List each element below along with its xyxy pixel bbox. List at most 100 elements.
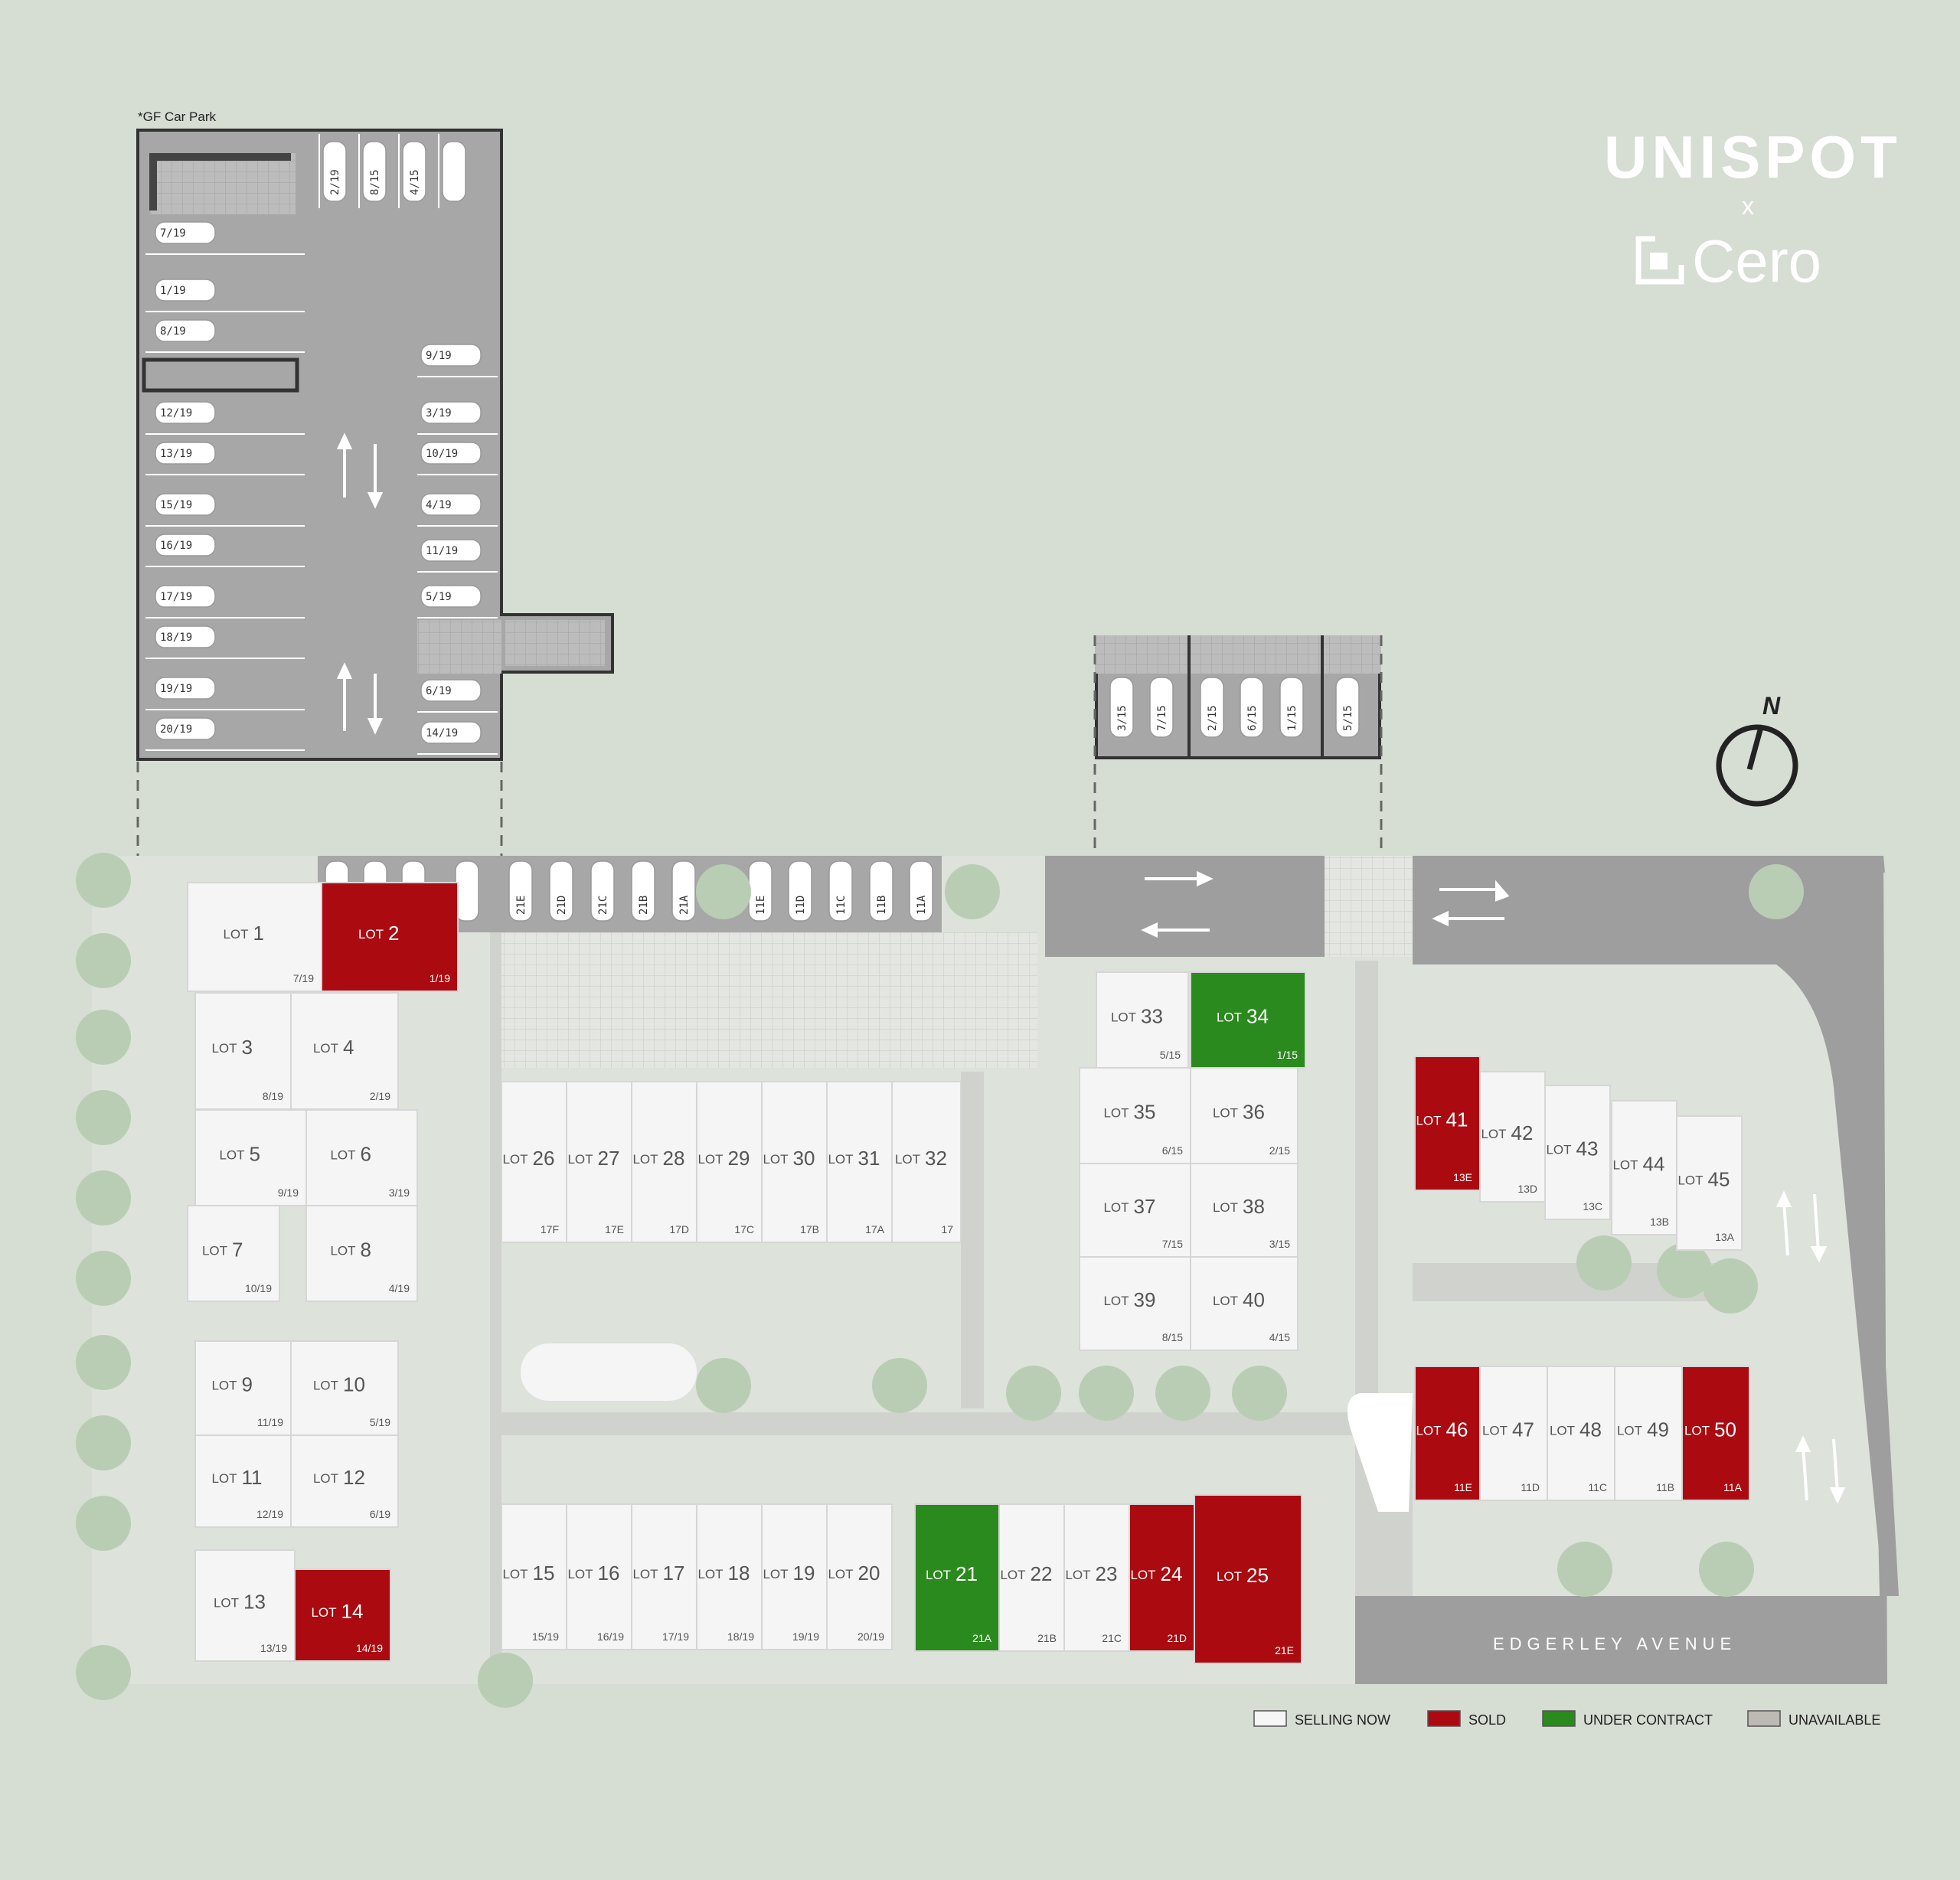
lot-parking-bay: 17 [941, 1223, 953, 1235]
lot-prefix: LOT [1612, 1158, 1638, 1173]
space-label: 7/15 [1156, 705, 1168, 731]
lot-number: 12 [343, 1466, 365, 1489]
lot-parking-bay: 7/19 [293, 972, 314, 984]
legend-swatch [1542, 1710, 1576, 1727]
car-space-r2: 10/19 [420, 442, 482, 465]
lot-shape [1190, 971, 1306, 1069]
lot-number: 9 [242, 1373, 253, 1396]
space-label: 7/19 [160, 227, 186, 240]
lot-prefix: LOT [1416, 1114, 1441, 1128]
tree-icon [76, 1645, 131, 1700]
lot-parking-bay: 11D [1521, 1481, 1540, 1493]
space-label: 11D [795, 896, 807, 915]
space-label: 6/15 [1246, 705, 1259, 731]
space-label: 20/19 [160, 723, 192, 736]
lot-number: 15 [533, 1562, 555, 1585]
lot-prefix: LOT [223, 927, 248, 942]
lot-parking-bay: 13B [1650, 1216, 1669, 1228]
legend-label: SOLD [1468, 1712, 1506, 1728]
lot-number: 25 [1246, 1564, 1269, 1587]
lot-number: 1 [253, 922, 264, 945]
lot-shape [305, 1109, 418, 1206]
lot-number: 34 [1246, 1005, 1269, 1028]
north-space-10: 11D [788, 860, 812, 922]
lot-parking-bay: 17F [541, 1223, 559, 1235]
lot-1[interactable]: LOT 1 7/19 [187, 882, 322, 992]
car-space-r5: 5/19 [420, 585, 482, 608]
car-icon [155, 585, 216, 608]
lot-number: 26 [533, 1147, 555, 1170]
lot-number: 19 [793, 1562, 815, 1585]
car-space-10: 20/19 [155, 717, 216, 740]
tree-icon [76, 933, 131, 988]
tree-icon [478, 1653, 533, 1708]
tree-icon [76, 1251, 131, 1306]
lot-prefix: LOT [1684, 1424, 1710, 1438]
lot-prefix: LOT [202, 1244, 227, 1258]
lot-prefix: LOT [567, 1567, 593, 1581]
lot-number: 7 [232, 1239, 243, 1261]
lot-prefix: LOT [313, 1379, 338, 1393]
car-icon [420, 539, 482, 562]
lot-shape [1479, 1071, 1546, 1203]
lot-prefix: LOT [1103, 1106, 1129, 1121]
north-space-3 [455, 860, 479, 922]
space-label: 18/19 [160, 632, 192, 644]
lot-shape [1414, 1366, 1481, 1501]
lot-number: 46 [1446, 1418, 1468, 1441]
car-icon [402, 141, 426, 202]
lot-number: 13 [243, 1591, 266, 1614]
car-icon [155, 221, 216, 244]
